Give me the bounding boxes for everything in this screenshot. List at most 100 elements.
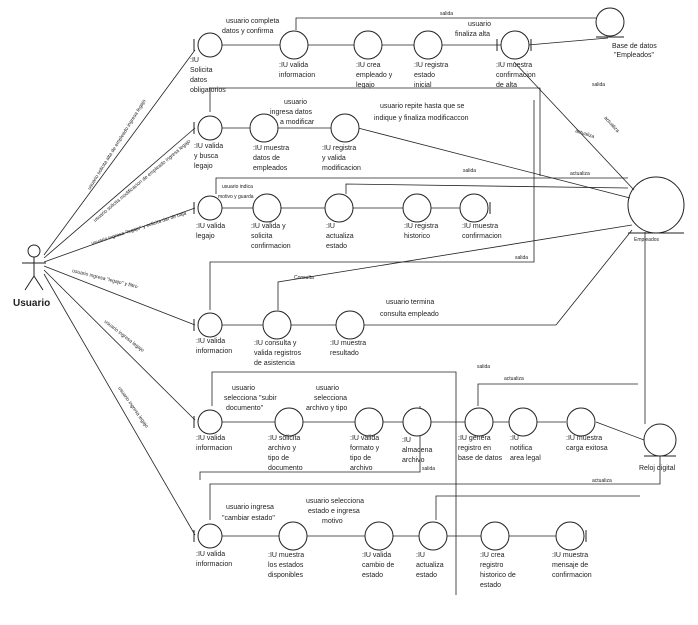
control-node-label: :IU valida — [194, 143, 223, 150]
control-node-label: tipo de — [268, 455, 289, 462]
control-node-label: registro en — [458, 445, 491, 452]
control-node-label: :IU muestra — [552, 552, 588, 559]
control-node-label: almacena — [402, 447, 432, 454]
control-node-label: :IU — [510, 435, 519, 442]
note-mod-1a: usuario — [284, 99, 307, 106]
control-node-label: valida registros — [254, 350, 302, 357]
note-alta-2a: usuario — [468, 21, 491, 28]
control-circle — [249, 113, 279, 143]
control-node-label: :IU consulta y — [254, 340, 297, 347]
entity-db: Base de datos "Empleados" — [595, 7, 657, 59]
edge-salida-6: salida — [422, 466, 435, 472]
control-node-label: confirmacion — [496, 72, 536, 79]
control-node-label: cambio de — [362, 562, 394, 569]
actor-label: Usuario — [13, 298, 50, 309]
note-doc-1c: documento" — [226, 405, 264, 412]
note-est-2c: motivo — [322, 518, 343, 525]
control-node-label: estado — [362, 572, 383, 579]
control-node-label: :IU muestra — [268, 552, 304, 559]
control-node-label: formato y — [350, 445, 380, 452]
control-node-label: archivo — [350, 465, 373, 472]
control-circle — [197, 115, 223, 141]
control-node-label: estado — [326, 243, 347, 250]
control-circle — [330, 113, 360, 143]
db-label-1: Base de datos — [612, 43, 657, 50]
control-node-label: :IU valida — [350, 435, 379, 442]
note-mod-2b: indique y finaliza modificaccon — [374, 115, 469, 122]
control-circle — [197, 409, 223, 435]
note-alta-1b: datos y confirma — [222, 28, 273, 35]
control-node-label: :IU registra — [404, 223, 438, 230]
edge-salida-2: salida — [592, 82, 605, 88]
control-circle — [464, 407, 494, 437]
control-node-label: legajo — [196, 233, 215, 240]
edge-actualiza-3: actualiza — [570, 171, 590, 177]
control-node-label: y valida — [322, 155, 346, 162]
msg-documento: usuario ingresa legajo — [103, 319, 145, 354]
note-doc-1b: selecciona "subir — [224, 395, 277, 402]
control-circle — [566, 407, 596, 437]
edge-actualiza-4: actualiza — [504, 376, 524, 382]
control-node-label: :IU muestra — [496, 62, 532, 69]
control-node-label: :IU muestra — [330, 340, 366, 347]
control-node-label: los estados — [268, 562, 304, 569]
control-node-label: :IU crea — [480, 552, 505, 559]
control-node-label: y busca — [194, 153, 218, 160]
control-node-label: empleado y — [356, 72, 393, 79]
control-node-label: estado — [414, 72, 435, 79]
control-circle — [364, 521, 394, 551]
control-node-label: confirmacion — [462, 233, 502, 240]
control-node-label: :IU valida — [196, 435, 225, 442]
msg-consulta: usuario ingresa "legajo" y filtro — [72, 268, 139, 290]
edge-salida-3: salida — [463, 168, 476, 174]
control-node-label: :IU valida — [196, 338, 225, 345]
control-circle — [500, 30, 530, 60]
note-alta-1a: usuario completa — [226, 18, 279, 25]
control-node-label: registro — [480, 562, 503, 569]
control-circle — [508, 407, 538, 437]
control-node-label: datos — [190, 77, 208, 84]
control-node-label: confirmacion — [251, 243, 291, 250]
control-node-label: confirmacion — [552, 572, 592, 579]
db-label-2: "Empleados" — [614, 52, 655, 59]
note-est-1a: usuario ingresa — [226, 504, 274, 511]
control-node-label: empleados — [253, 165, 288, 172]
control-node-label: :IU — [416, 552, 425, 559]
edge-actualiza-1: actualiza — [603, 115, 621, 134]
control-circle — [335, 310, 365, 340]
control-node-label: :IU registra — [414, 62, 448, 69]
control-node-label: tipo de — [350, 455, 371, 462]
control-circle — [402, 193, 432, 223]
control-node-label: informacion — [279, 72, 315, 79]
control-node-label: legajo — [356, 82, 375, 89]
edge-actualiza-2: actualiza — [574, 128, 595, 140]
control-circle — [402, 407, 432, 437]
note-mod-2a: usuario repite hasta que se — [380, 103, 465, 110]
entity-empleados: Empleados — [627, 176, 685, 243]
control-node-label: estado — [480, 582, 501, 589]
control-node-label: notifica — [510, 445, 532, 452]
control-node-label: historico — [404, 233, 430, 240]
control-node-label: datos de — [253, 155, 280, 162]
actor-associations — [43, 49, 196, 536]
control-node-label: :IU muestra — [566, 435, 602, 442]
edge-actualiza-5: actualiza — [592, 478, 612, 484]
